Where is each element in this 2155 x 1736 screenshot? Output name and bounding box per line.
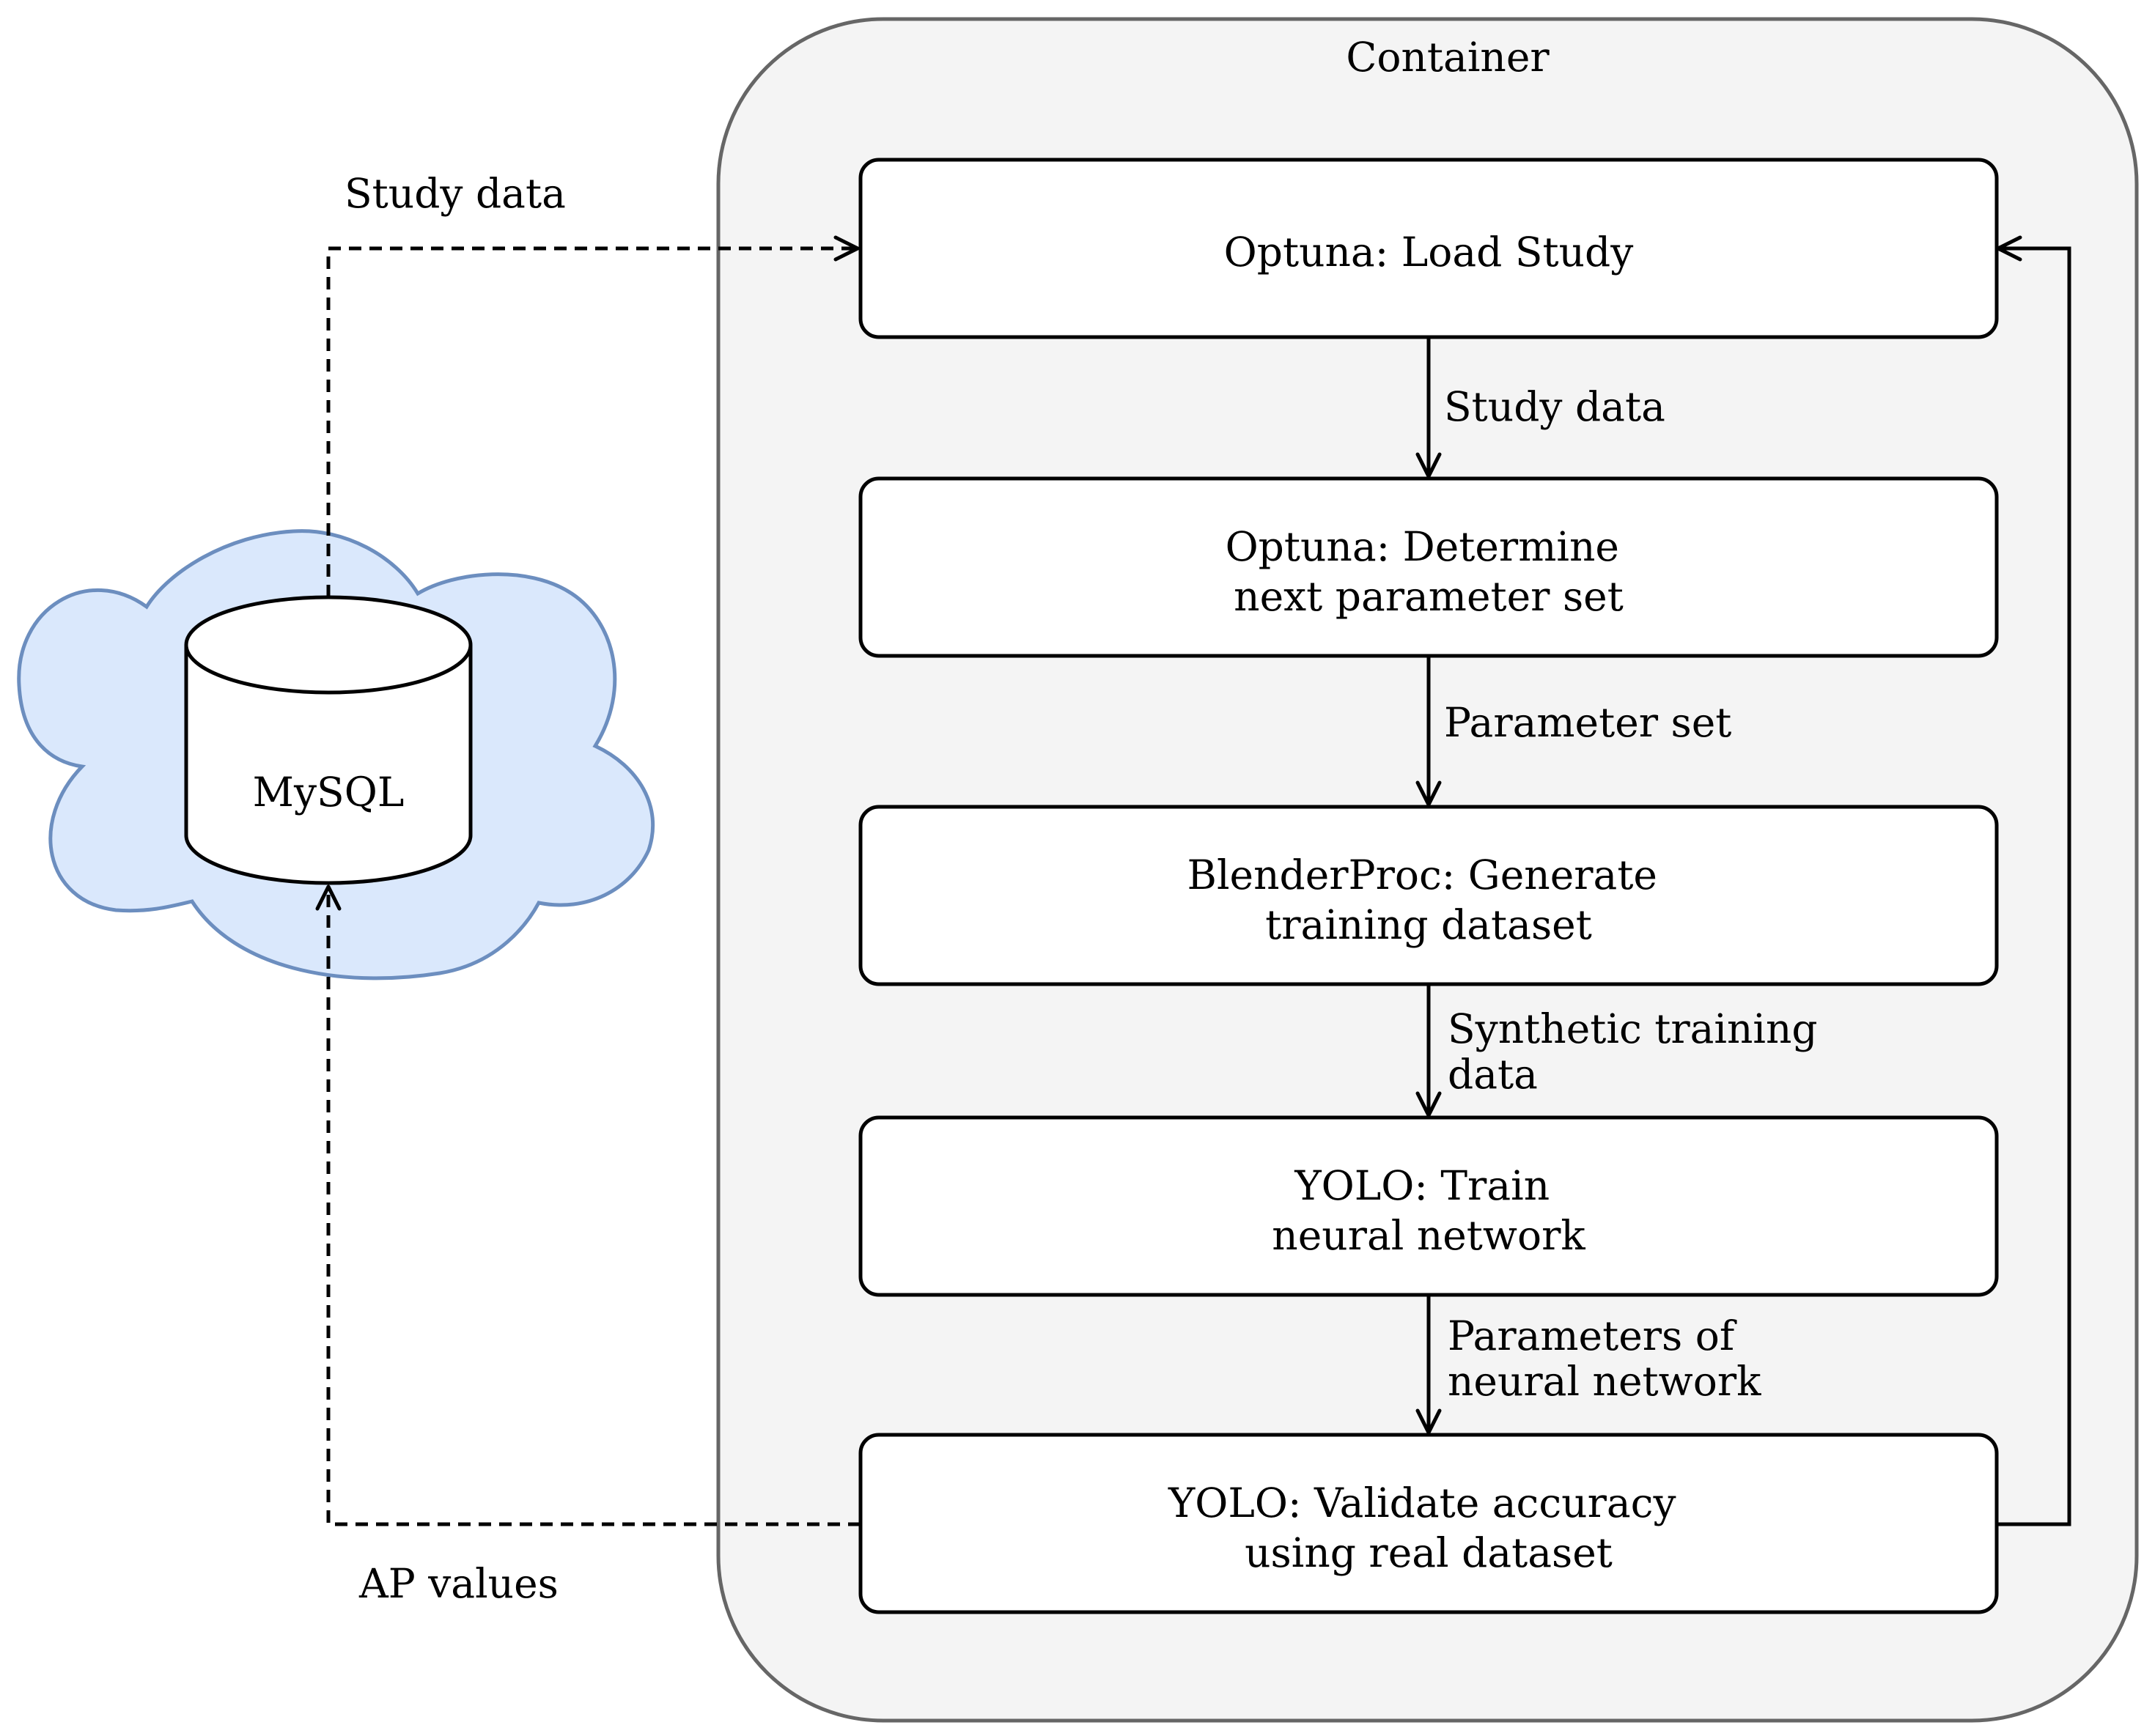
- step-line: Optuna: Determine: [1226, 523, 1619, 570]
- edge-label-study-data: Study data: [345, 170, 566, 217]
- step-generate-dataset: BlenderProc: Generate training dataset: [858, 805, 1999, 986]
- flow-label-line: neural network: [1448, 1358, 1761, 1405]
- arrow-generate-to-train: [1415, 984, 1442, 1118]
- step-label: BlenderProc: Generate training dataset: [1187, 852, 1670, 948]
- flow-label-line: Parameters of: [1448, 1312, 1737, 1359]
- step-label: YOLO: Train neural network: [1272, 1162, 1585, 1259]
- step-label: YOLO: Validate accuracy using real datas…: [1168, 1480, 1689, 1576]
- arrow-ap-values-dashed: [315, 884, 861, 1526]
- mysql-database-icon: [184, 595, 473, 885]
- step-line: neural network: [1272, 1212, 1585, 1259]
- step-train-network: YOLO: Train neural network: [858, 1115, 1999, 1297]
- flow-label: Parameter set: [1444, 699, 1731, 746]
- flow-label-line: Parameter set: [1444, 699, 1731, 746]
- database-label: MySQL: [253, 769, 405, 816]
- arrow-loop-back: [1996, 235, 2071, 1526]
- arrow-train-to-validate: [1415, 1295, 1442, 1435]
- step-line: Optuna: Load Study: [1224, 229, 1634, 276]
- edge-label-ap-values: AP values: [358, 1560, 559, 1607]
- flow-label: Parameters of neural network: [1448, 1312, 1761, 1405]
- step-line: using real dataset: [1245, 1529, 1613, 1576]
- step-line: YOLO: Train: [1294, 1162, 1550, 1209]
- flow-label: Synthetic training data: [1448, 1005, 1830, 1098]
- step-line: BlenderProc: Generate: [1187, 852, 1657, 898]
- flow-label-line: Synthetic training: [1448, 1005, 1818, 1052]
- step-validate-accuracy: YOLO: Validate accuracy using real datas…: [858, 1433, 1999, 1614]
- flow-label: Study data: [1444, 383, 1665, 430]
- step-line: YOLO: Validate accuracy: [1168, 1480, 1676, 1526]
- arrow-load-to-determine: [1415, 337, 1442, 479]
- arrow-study-data-dashed: [326, 235, 860, 597]
- step-line: next parameter set: [1234, 573, 1624, 620]
- step-label: Optuna: Load Study: [1224, 229, 1634, 276]
- flow-label-line: data: [1448, 1051, 1538, 1098]
- flow-label-line: Study data: [1444, 383, 1665, 430]
- step-line: training dataset: [1265, 901, 1592, 948]
- container-title: Container: [1346, 34, 1550, 81]
- arrow-determine-to-generate: [1415, 656, 1442, 807]
- step-load-study: Optuna: Load Study: [858, 158, 1999, 339]
- step-label: Optuna: Determine next parameter set: [1226, 523, 1632, 620]
- step-determine-parameters: Optuna: Determine next parameter set: [858, 476, 1999, 658]
